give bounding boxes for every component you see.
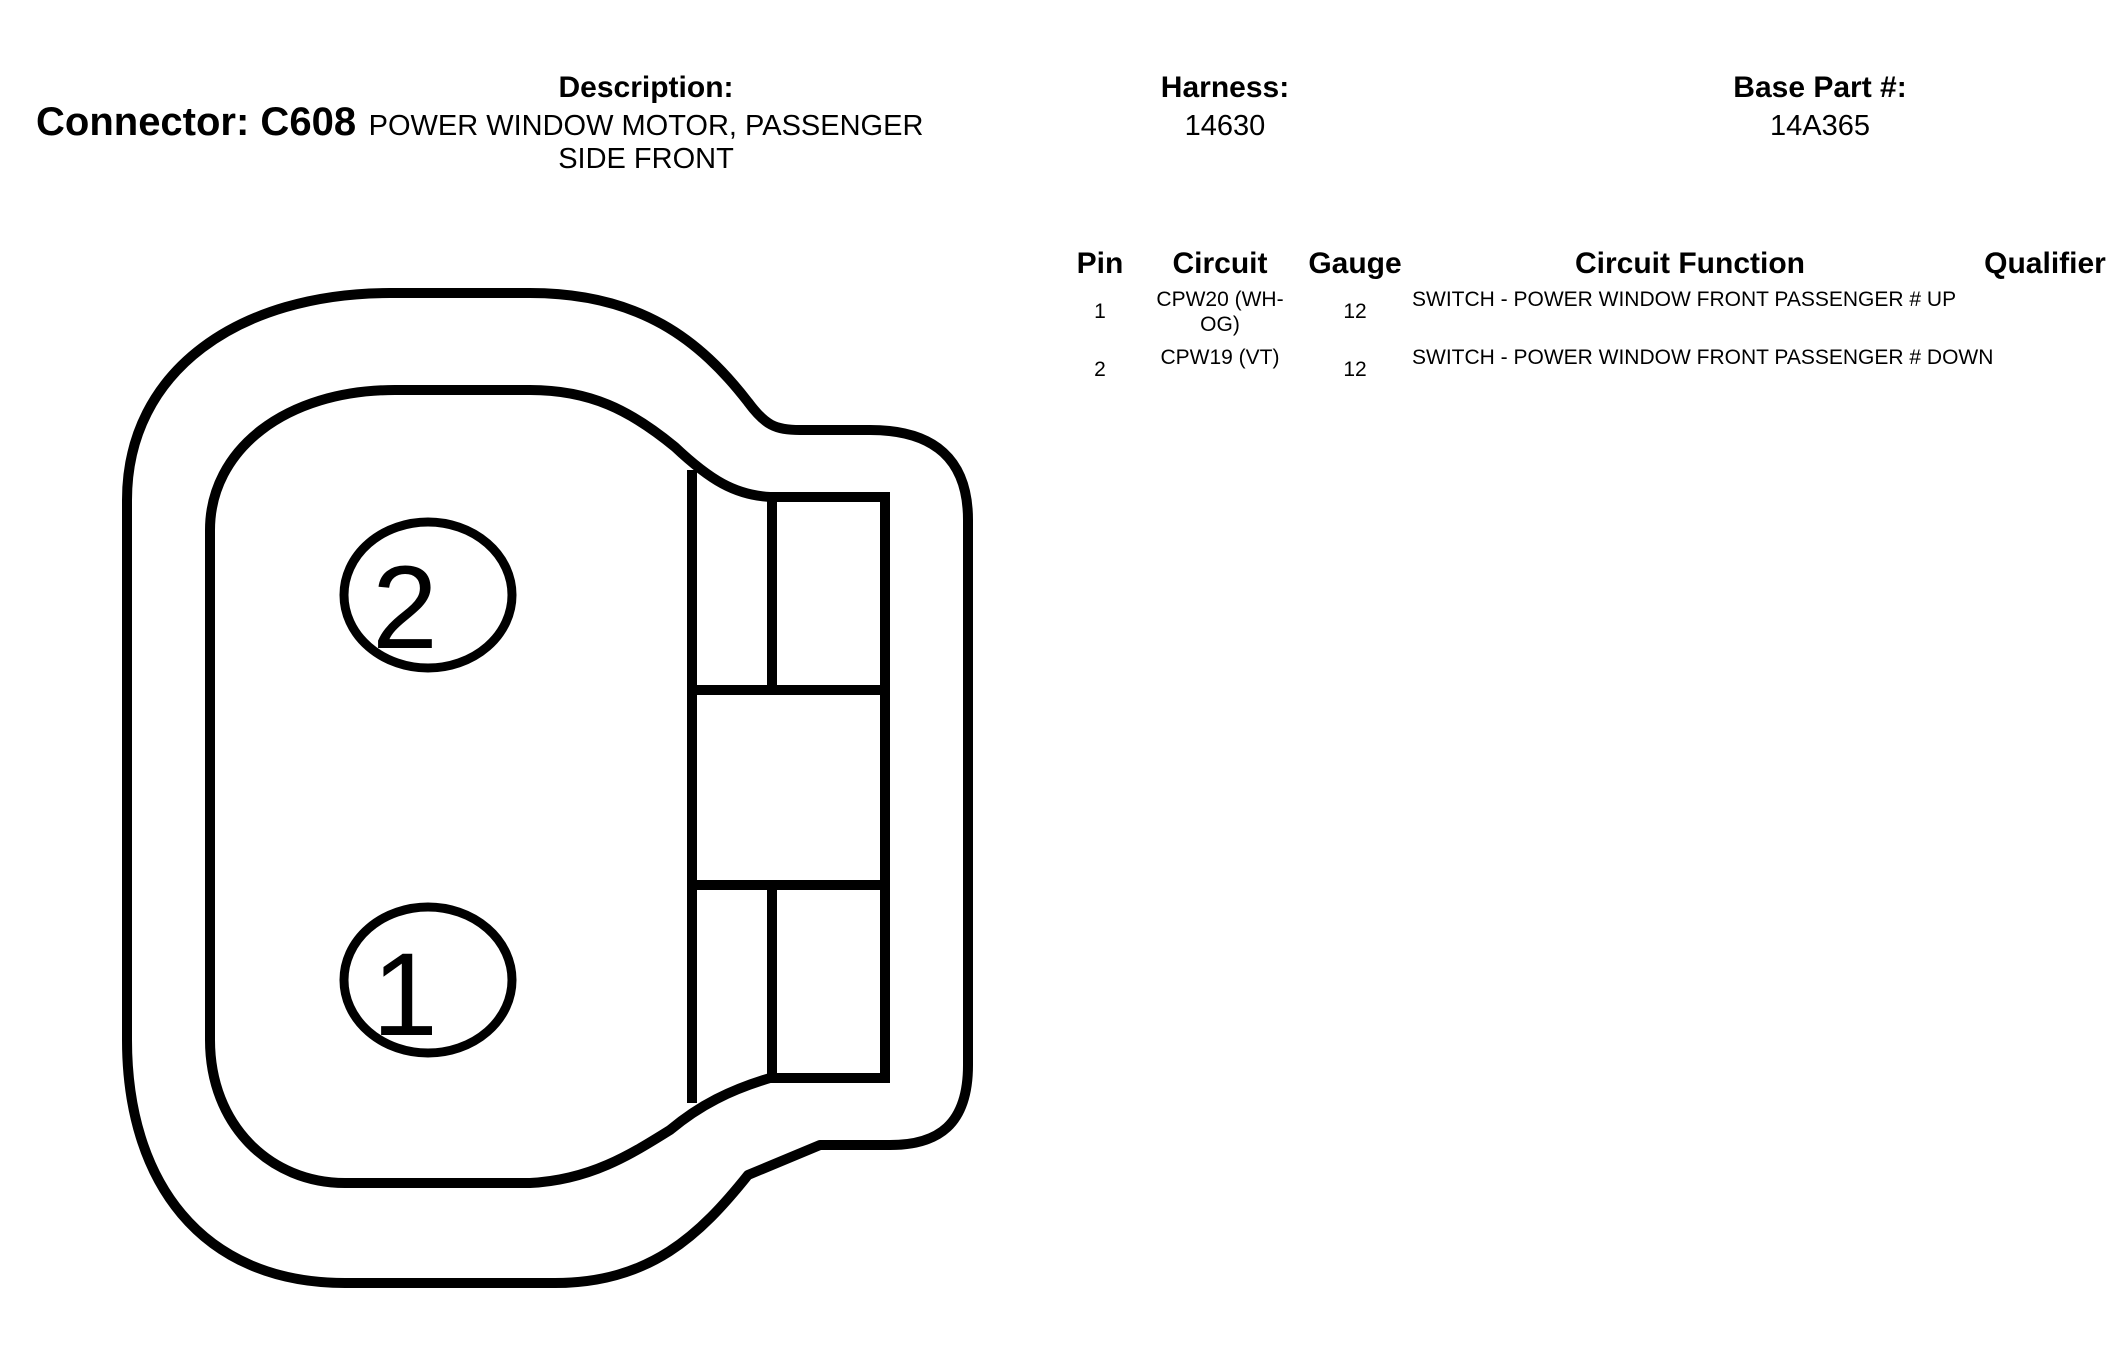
harness-value: 14630	[1184, 110, 1266, 142]
column-header-circuit: Circuit	[1172, 247, 1268, 280]
pin-1-label: 1	[372, 929, 438, 1061]
column-header-pin: Pin	[1076, 247, 1124, 280]
table-row: 2 CPW19 (VT) 12 SWITCH - POWER WINDOW FR…	[1060, 345, 2120, 401]
cell-gauge: 12	[1343, 300, 1367, 323]
description-label: Description:	[558, 71, 734, 104]
harness-label: Harness:	[1160, 71, 1290, 104]
pin-cavity-2[interactable]: 2	[339, 517, 517, 674]
pin-2-label: 2	[372, 542, 438, 674]
table-row: 1 CPW20 (WH-OG) 12 SWITCH - POWER WINDOW…	[1060, 287, 2120, 343]
cell-pin: 1	[1094, 300, 1106, 323]
column-header-gauge: Gauge	[1308, 247, 1402, 280]
cell-circuit: CPW19 (VT)	[1160, 346, 1280, 369]
base-part-label: Base Part #:	[1733, 71, 1907, 104]
cell-gauge: 12	[1343, 358, 1367, 381]
cell-pin: 2	[1094, 358, 1106, 381]
column-header-qualifier: Qualifier	[1984, 247, 2106, 280]
base-part-value: 14A365	[1770, 110, 1870, 142]
column-header-circuit-function: Circuit Function	[1575, 247, 1805, 280]
housing-outer-outline	[122, 288, 973, 1288]
cell-circuit-function: SWITCH - POWER WINDOW FRONT PASSENGER # …	[1412, 288, 1957, 311]
cell-circuit: CPW20 (WH-OG)	[1156, 288, 1284, 336]
housing-inner-outline	[205, 385, 890, 1188]
description-value: POWER WINDOW MOTOR, PASSENGER SIDE FRONT	[368, 110, 924, 175]
cell-circuit-function: SWITCH - POWER WINDOW FRONT PASSENGER # …	[1412, 346, 1994, 369]
pin-cavity-1[interactable]: 1	[339, 902, 517, 1061]
connector-title: Connector: C608	[36, 100, 357, 144]
